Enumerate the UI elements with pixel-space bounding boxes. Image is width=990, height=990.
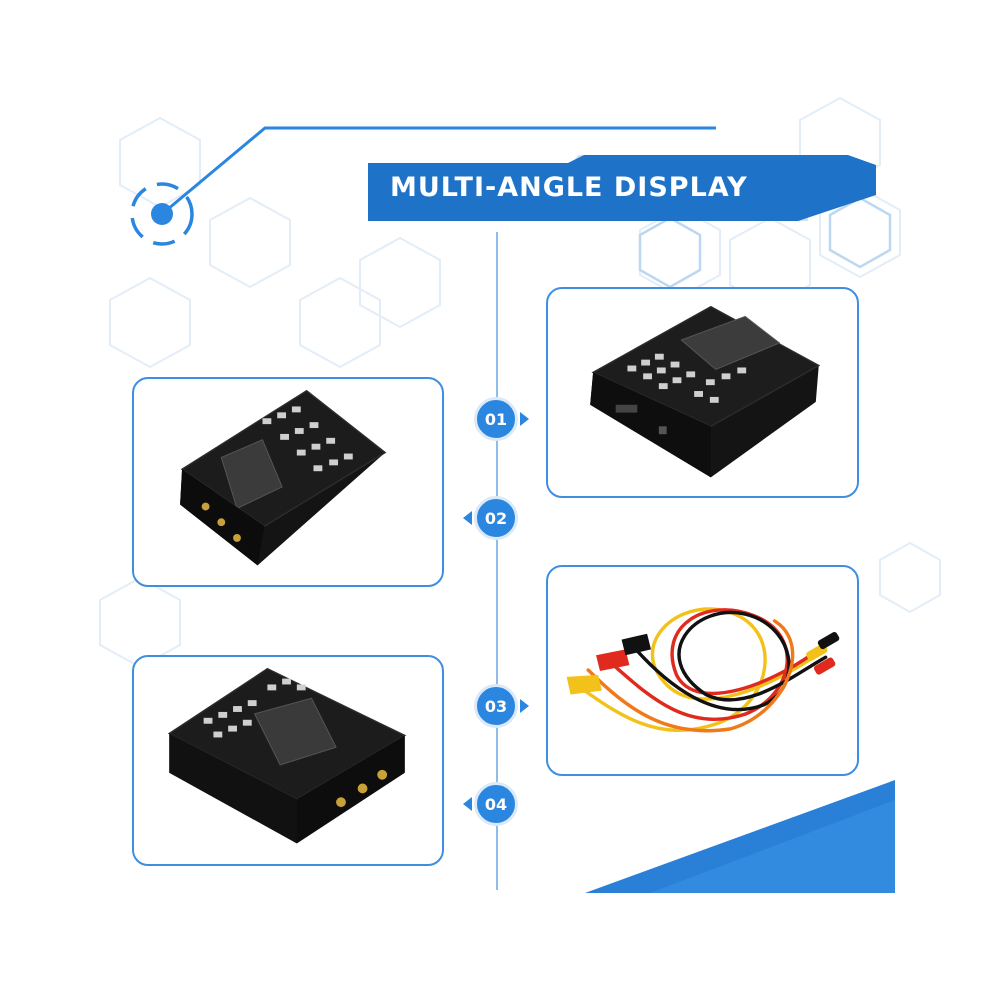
panel-device-top-front-view xyxy=(546,287,859,498)
arrow-right-icon xyxy=(520,699,529,713)
panel-test-lead-cables xyxy=(546,565,859,776)
banner-title: MULTI-ANGLE DISPLAY xyxy=(390,172,748,203)
panel-device-angled-front-view xyxy=(132,655,444,866)
arrow-right-icon xyxy=(520,412,529,426)
connector-line xyxy=(161,126,716,216)
step-marker-04: 04 xyxy=(474,782,518,826)
step-marker-02: 02 xyxy=(474,496,518,540)
banner-shape xyxy=(368,155,876,221)
test-leads-image xyxy=(566,607,840,733)
device-image xyxy=(167,667,407,844)
arrow-left-icon xyxy=(463,511,472,525)
step-marker-01: 01 xyxy=(474,397,518,441)
target-icon xyxy=(130,182,194,246)
device-image xyxy=(590,305,821,478)
title-banner: MULTI-ANGLE DISPLAY xyxy=(368,155,876,221)
step-marker-03: 03 xyxy=(474,684,518,728)
device-image xyxy=(180,389,387,566)
corner-accent-light xyxy=(650,800,895,893)
panel-device-angled-left-view xyxy=(132,377,444,587)
arrow-left-icon xyxy=(463,797,472,811)
